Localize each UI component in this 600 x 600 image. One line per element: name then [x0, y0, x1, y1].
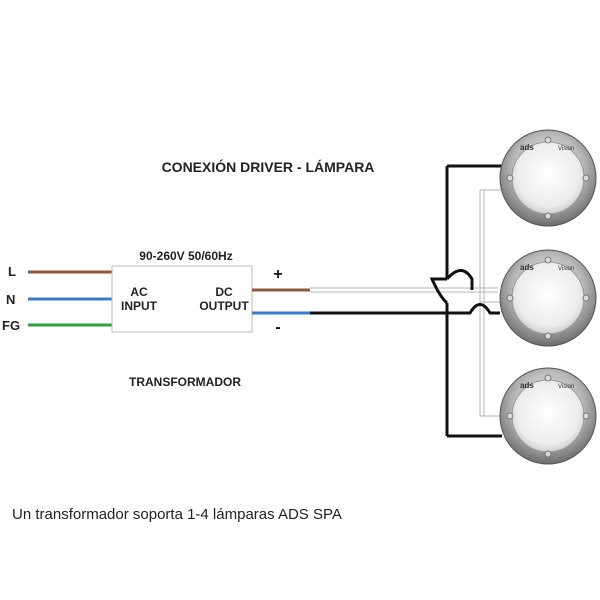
diagram-title: CONEXIÓN DRIVER - LÁMPARA [162, 158, 375, 175]
lamp-2-model: Vision [558, 266, 574, 272]
wire-label-n: N [6, 292, 15, 307]
dc-label: DC [215, 285, 233, 299]
minus-sign: - [275, 319, 280, 336]
lamp-1-model: Vision [558, 146, 574, 152]
wire-label-fg: FG [2, 318, 20, 333]
lamp-3-brand: ads [520, 381, 534, 390]
caption: Un transformador soporta 1-4 lámparas AD… [12, 506, 342, 523]
input-spec: 90-260V 50/60Hz [139, 249, 232, 263]
ac-label: AC [130, 285, 148, 299]
plus-sign: + [273, 266, 282, 283]
lamp-1: ads Vision [499, 129, 597, 227]
transformer-label: TRANSFORMADOR [129, 375, 241, 389]
lamp-2-brand: ads [520, 263, 534, 272]
lamp-1-brand: ads [520, 143, 534, 152]
transformer-box [111, 265, 253, 333]
negative-bus [310, 164, 502, 438]
dc-output-label: OUTPUT [199, 299, 249, 313]
lamp-3: ads Vision [499, 367, 597, 465]
wire-label-l: L [8, 264, 16, 279]
lamp-3-model: Vision [558, 384, 574, 390]
ac-input-label: INPUT [121, 299, 158, 313]
lamp-2: ads Vision [499, 249, 597, 347]
positive-bus [310, 189, 502, 417]
